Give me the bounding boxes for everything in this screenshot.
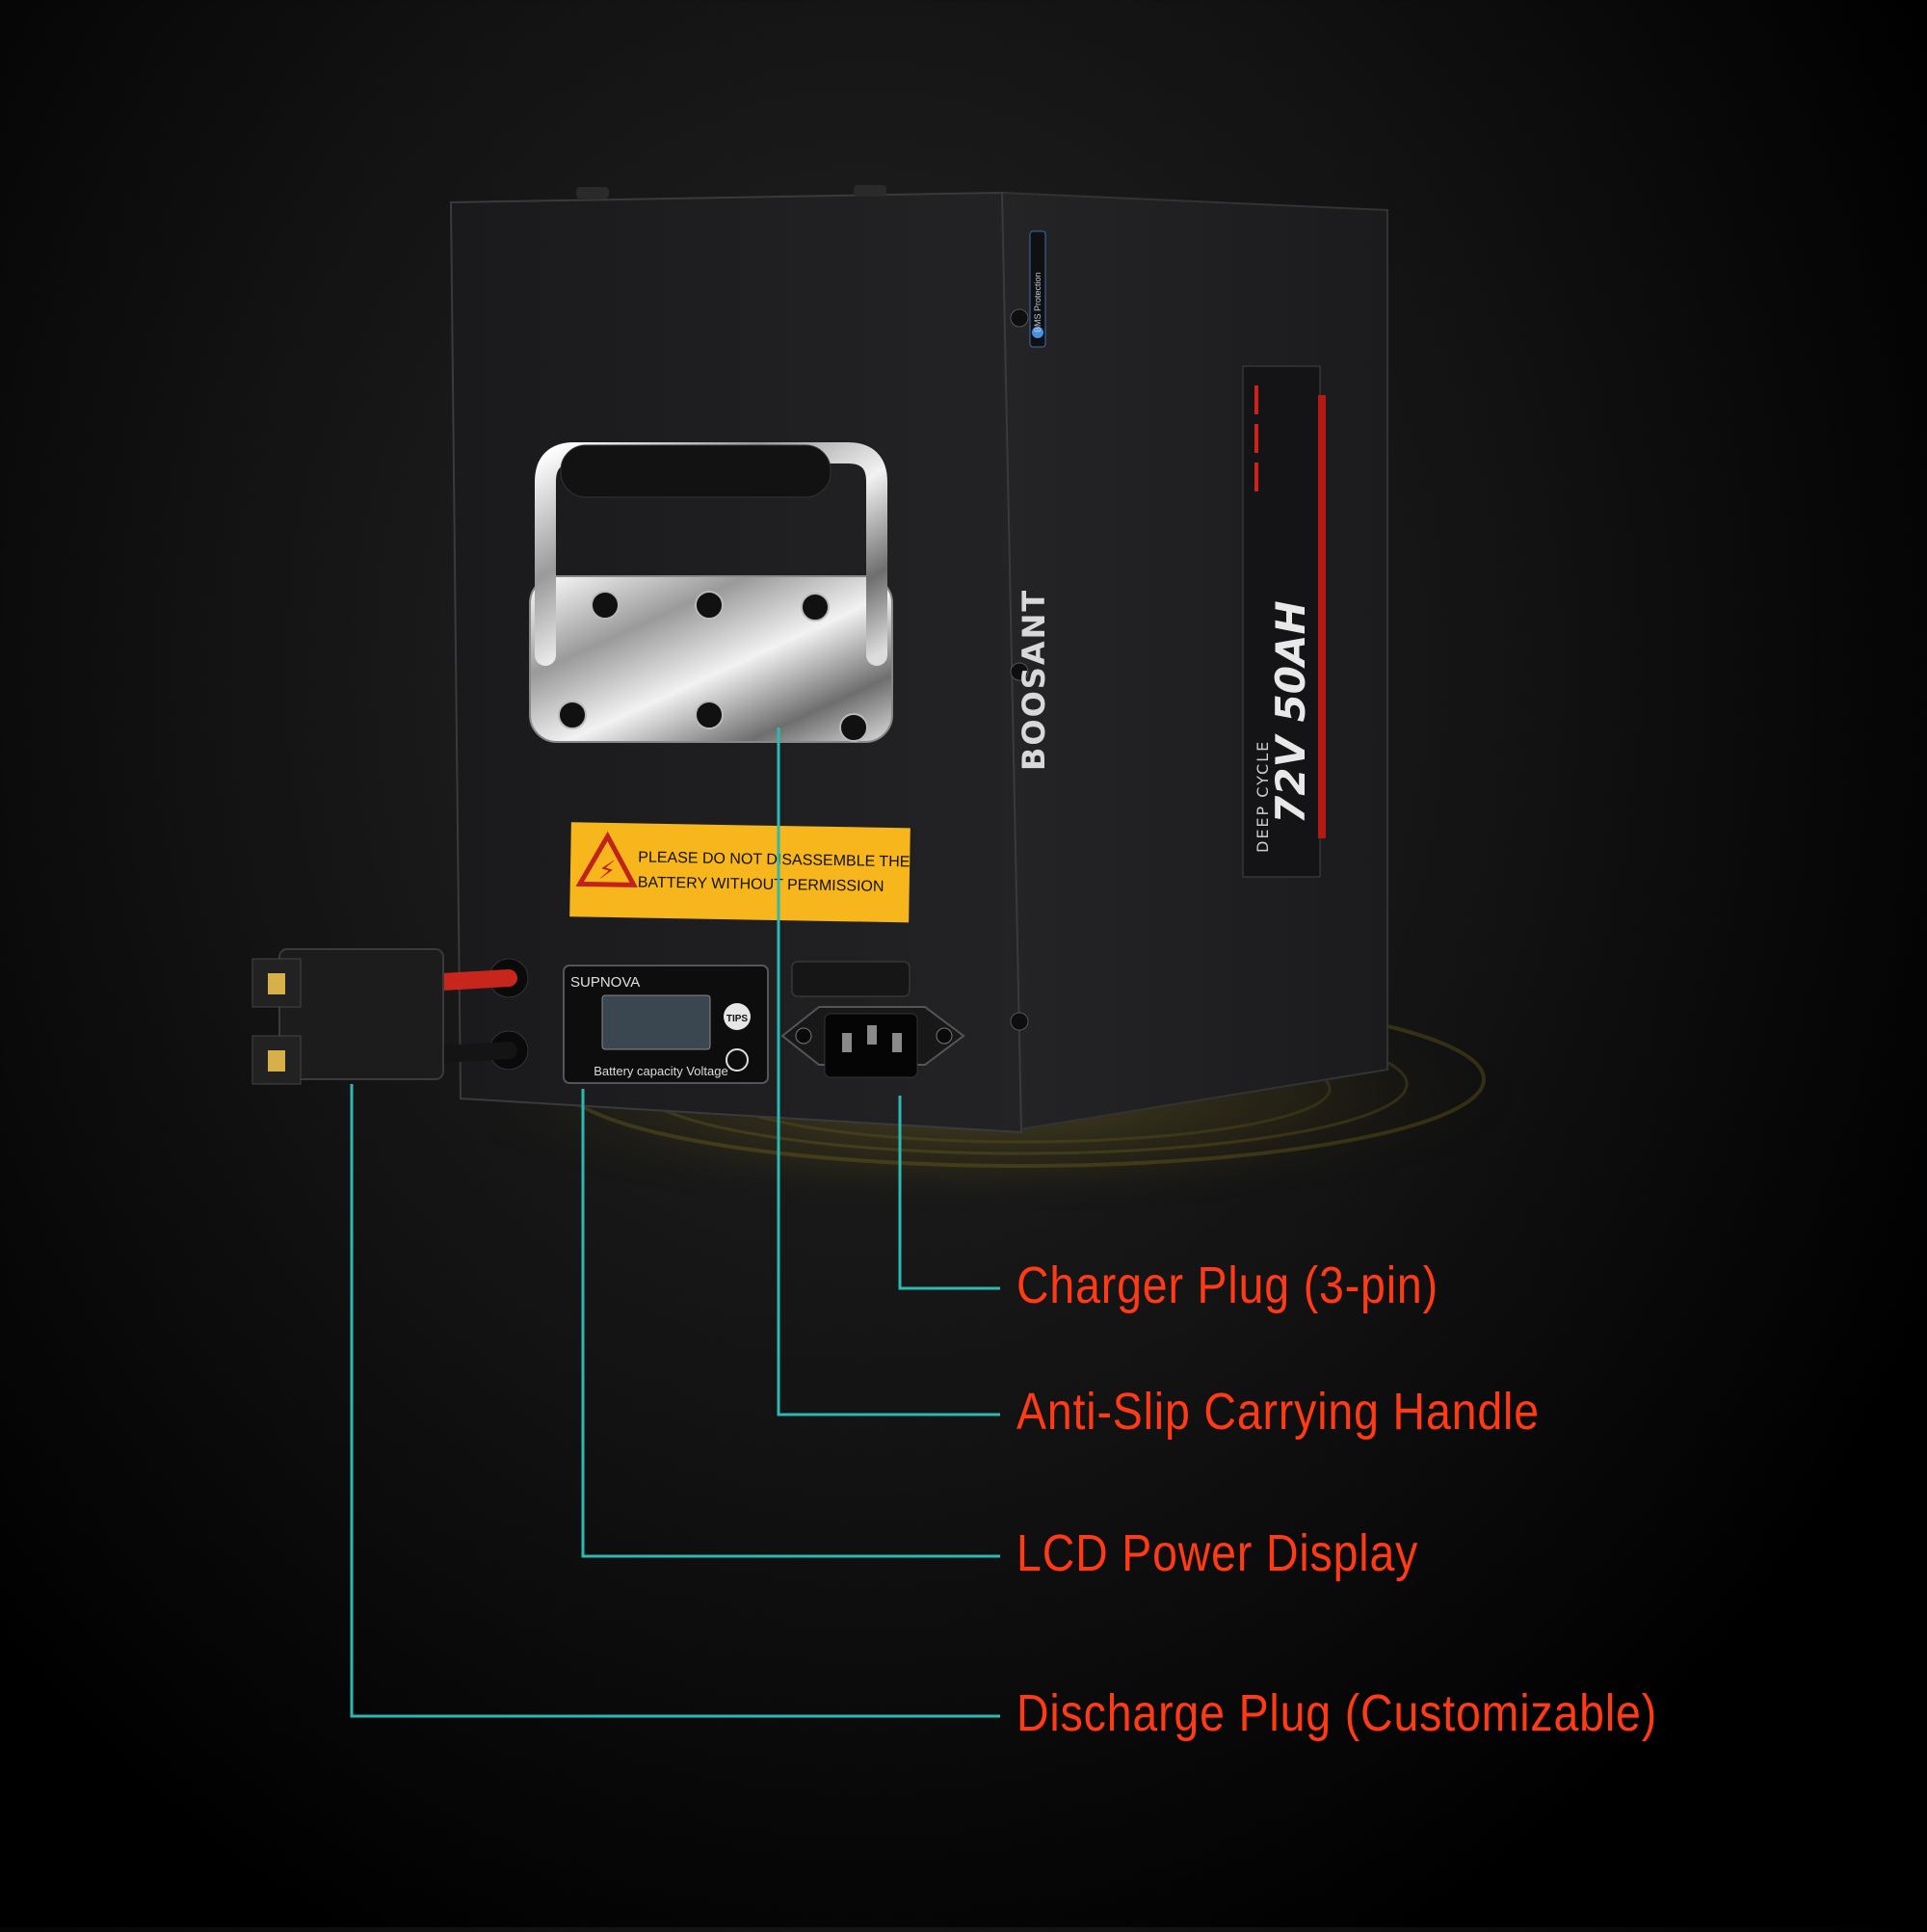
callout-label-handle: Anti-Slip Carrying Handle — [1016, 1383, 1540, 1441]
carrying-handle[interactable] — [529, 442, 893, 743]
screw-icon — [839, 713, 868, 742]
top-tab — [854, 185, 886, 197]
spec-stripe-mark — [1254, 463, 1258, 491]
power-button-icon[interactable] — [726, 1048, 749, 1072]
lcd-screen — [601, 994, 711, 1050]
warning-triangle-icon — [575, 831, 638, 887]
callout-line-lcd — [581, 1089, 1000, 1558]
plug-contact — [268, 1050, 285, 1072]
spec-stripe-mark — [1254, 424, 1258, 453]
lcd-caption: Battery capacity Voltage — [594, 1064, 727, 1078]
callout-line-charger — [898, 1096, 1000, 1290]
callout-label-lcd: LCD Power Display — [1016, 1524, 1419, 1582]
handle-grip — [560, 444, 832, 498]
series-name: DEEP CYCLE — [1254, 740, 1272, 853]
brand-name: BOOSANT — [1016, 589, 1052, 771]
warning-sticker: ⚡ PLEASE DO NOT DISASSEMBLE THE BATTERY … — [569, 822, 911, 923]
tips-button-label: TIPS — [726, 1014, 749, 1024]
screw-icon — [801, 593, 830, 622]
charger-plug-socket[interactable] — [780, 961, 965, 1078]
callout-line-handle — [777, 728, 1000, 1416]
discharge-plug[interactable] — [251, 948, 529, 1085]
screw-icon — [695, 591, 724, 620]
warning-text-line1: PLEASE DO NOT DISASSEMBLE THE — [638, 849, 910, 870]
screw-icon — [695, 701, 724, 729]
battery-side-panel — [1001, 191, 1388, 1134]
bms-badge-dot-icon — [1032, 327, 1043, 338]
spec-red-stripe — [1318, 395, 1326, 838]
warning-text-line2: BATTERY WITHOUT PERMISSION — [638, 874, 884, 894]
bms-badge — [1029, 230, 1046, 348]
socket-pin — [842, 1033, 852, 1052]
top-tab — [576, 187, 609, 198]
screw-icon — [1010, 308, 1029, 328]
screw-icon — [1010, 1012, 1029, 1031]
tips-button[interactable] — [724, 1003, 751, 1030]
spec-stripe-mark — [1254, 385, 1258, 414]
warning-bolt-icon: ⚡ — [598, 857, 617, 886]
socket-pin — [867, 1025, 877, 1045]
callout-line-discharge — [350, 1084, 1000, 1718]
lcd-power-display[interactable]: SUPNOVA TIPS Battery capacity Voltage — [563, 965, 769, 1084]
screw-icon — [1010, 662, 1029, 681]
screw-icon — [558, 701, 587, 729]
bms-badge-text: BMS Protection — [1033, 272, 1043, 332]
screw-icon — [591, 591, 620, 620]
socket-pin — [892, 1033, 902, 1052]
spec-rating: 72V 50AH — [1267, 600, 1314, 824]
callout-label-discharge: Discharge Plug (Customizable) — [1016, 1684, 1658, 1742]
callout-label-charger: Charger Plug (3-pin) — [1016, 1257, 1439, 1314]
plug-contact — [268, 973, 285, 994]
lcd-brand: SUPNOVA — [570, 974, 640, 991]
